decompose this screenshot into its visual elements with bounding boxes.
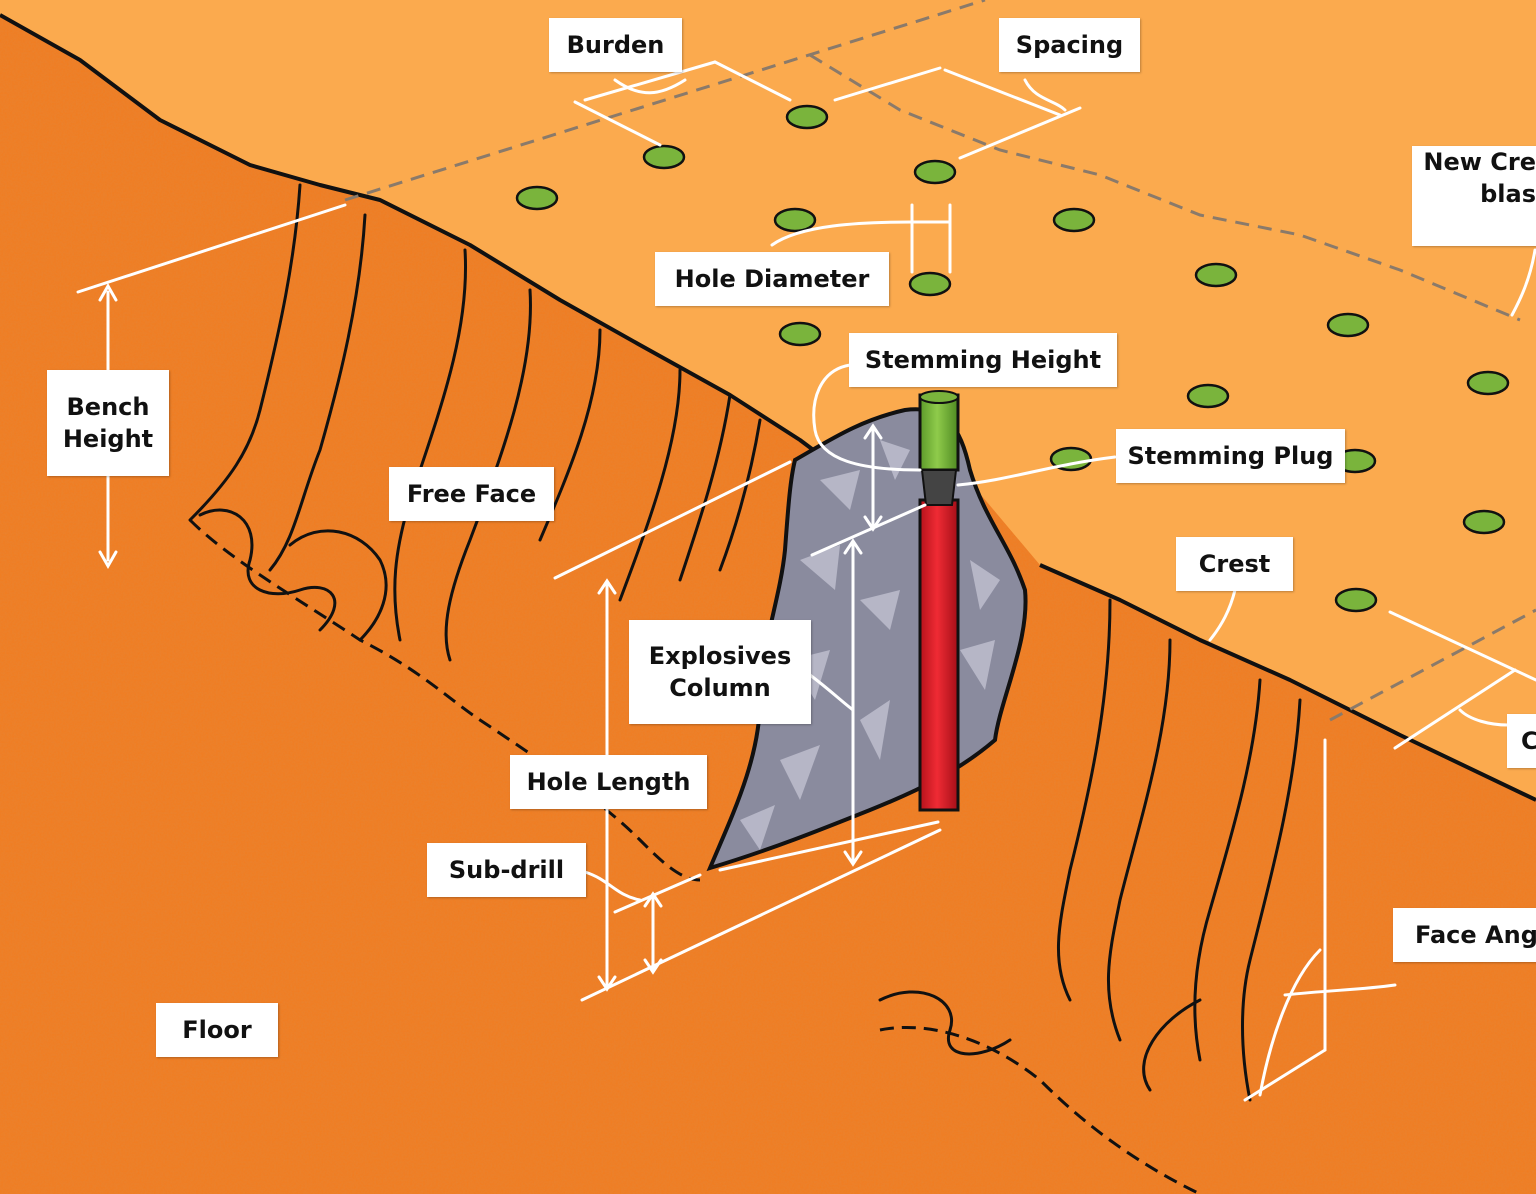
drill-hole [1326,312,1370,338]
drill-hole [773,207,817,233]
drill-hole [1462,509,1506,535]
drill-hole [908,271,952,297]
stemming-column [918,393,960,472]
explosives-column-text-1: Explosives [648,642,792,670]
label-free-face: Free Face [389,467,554,521]
drill-hole [785,104,829,130]
hole-diameter-text: Hole Diameter [674,265,870,293]
toe-dashed-line [879,1026,1201,1194]
explosives-column-text-2: Column [669,674,771,702]
burden-text: Burden [566,31,665,59]
free-face-text: Free Face [406,480,537,508]
bench-height-text-1: Bench [66,393,150,421]
label-crest: Crest [1176,537,1293,591]
bench-height-text-2: Height [62,425,154,453]
drill-hole [1052,207,1096,233]
spacing-text: Spacing [1015,31,1124,59]
drill-hole [515,185,559,211]
drill-hole [1334,587,1378,613]
label-hole-diameter: Hole Diameter [655,252,889,306]
cut-off-text: C [1521,727,1536,755]
drill-hole-pattern [515,104,1510,613]
new-crest-text-2: blas [1480,180,1536,208]
label-explosives-column: Explosives Column [629,620,811,724]
hole-collar [919,390,959,404]
crest-line [0,13,1536,802]
backbreak-dashed-line [188,518,701,882]
drill-hole [778,321,822,347]
stemming-height-text: Stemming Height [864,346,1102,374]
crest-text: Crest [1198,550,1271,578]
drill-hole [1466,370,1510,396]
drill-hole [1194,262,1238,288]
new-crest-dashed-line [344,0,1536,722]
drill-hole [1186,383,1230,409]
new-crest-text-1: New Cre [1423,148,1536,176]
face-angle-text: Face Ang [1415,921,1536,949]
drill-hole [642,144,686,170]
label-bench-height: Bench Height [47,370,169,476]
stemming-plug-text: Stemming Plug [1127,442,1334,470]
label-cut-off: C [1507,714,1536,768]
label-spacing: Spacing [999,18,1140,72]
label-hole-length: Hole Length [510,755,707,809]
label-sub-drill: Sub-drill [427,843,586,897]
sub-drill-text: Sub-drill [448,856,565,884]
label-face-angle: Face Ang [1393,908,1536,962]
drill-hole [913,159,957,185]
hole-length-text: Hole Length [526,768,691,796]
label-stemming-plug: Stemming Plug [1116,429,1345,483]
label-new-crest: New Cre blas [1412,146,1536,246]
label-burden: Burden [549,18,682,72]
label-stemming-height: Stemming Height [849,333,1117,387]
explosives-column [918,498,960,812]
stemming-plug [920,469,958,506]
label-floor: Floor [156,1003,278,1057]
floor-text: Floor [182,1016,252,1044]
annotation-lines [76,60,1536,1102]
